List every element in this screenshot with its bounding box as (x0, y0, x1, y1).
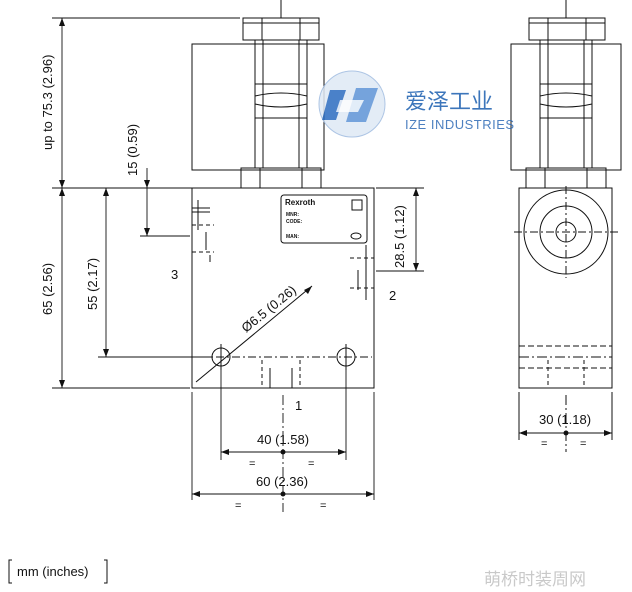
side-port-circle (514, 186, 618, 278)
plate-logo: Rexroth (285, 198, 315, 207)
front-hex-nut (240, 167, 322, 189)
port-3-lines (192, 200, 214, 262)
watermark-en: IZE INDUSTRIES (405, 117, 515, 132)
sym-mark-30-right: = (580, 438, 586, 450)
units-bracket (8, 559, 108, 584)
front-view (191, 0, 375, 389)
dimension-arrows (59, 18, 419, 497)
dim-overall-height: up to 75.3 (2.96) (40, 55, 55, 150)
dim-port-height: 28.5 (1.12) (392, 205, 407, 268)
watermark: 爱泽工业 IZE INDUSTRIES (318, 70, 515, 138)
side-stem (539, 39, 593, 169)
dim-body-width: 60 (2.36) (256, 474, 308, 489)
plate-line-mnr: MNR: (286, 212, 299, 218)
port-label-1: 1 (295, 398, 302, 413)
dim-hole-diameter: Ø6.5 (0.26) (238, 282, 299, 335)
units-note: mm (inches) (17, 564, 89, 579)
dim-hole-spacing: 40 (1.58) (257, 432, 309, 447)
name-plate (280, 194, 368, 244)
port-label-2: 2 (389, 288, 396, 303)
watermark-cn: 爱泽工业 (405, 90, 493, 115)
sym-mark-60-left: = (235, 500, 241, 512)
sym-mark-40-right: = (308, 458, 314, 470)
dim-side-width: 30 (1.18) (539, 412, 591, 427)
dim-hole-height: 55 (2.17) (85, 258, 100, 310)
sym-mark-40-left: = (249, 458, 255, 470)
sym-mark-30-left: = (541, 438, 547, 450)
port-2-lines (350, 245, 374, 300)
side-nut-envelope (510, 43, 622, 171)
side-hex-nut (525, 167, 607, 189)
dim-top-offset: 15 (0.59) (125, 124, 140, 176)
front-stem (254, 39, 308, 169)
front-nut-envelope (191, 43, 325, 171)
front-screw-cap (242, 17, 320, 41)
port-1-lines (261, 360, 301, 388)
plate-line-man: MAN: (286, 234, 299, 240)
side-screw-cap (528, 17, 606, 41)
side-dimension-arrows (519, 430, 612, 436)
sym-mark-60-right: = (320, 500, 326, 512)
footer-watermark: 萌桥时装周网 (484, 570, 586, 590)
port-label-3: 3 (171, 267, 178, 282)
diameter-leader (195, 285, 313, 383)
side-view (510, 0, 622, 452)
dim-body-height: 65 (2.56) (40, 263, 55, 315)
plate-line-code: CODE: (286, 219, 302, 225)
watermark-logo-icon (318, 70, 386, 138)
